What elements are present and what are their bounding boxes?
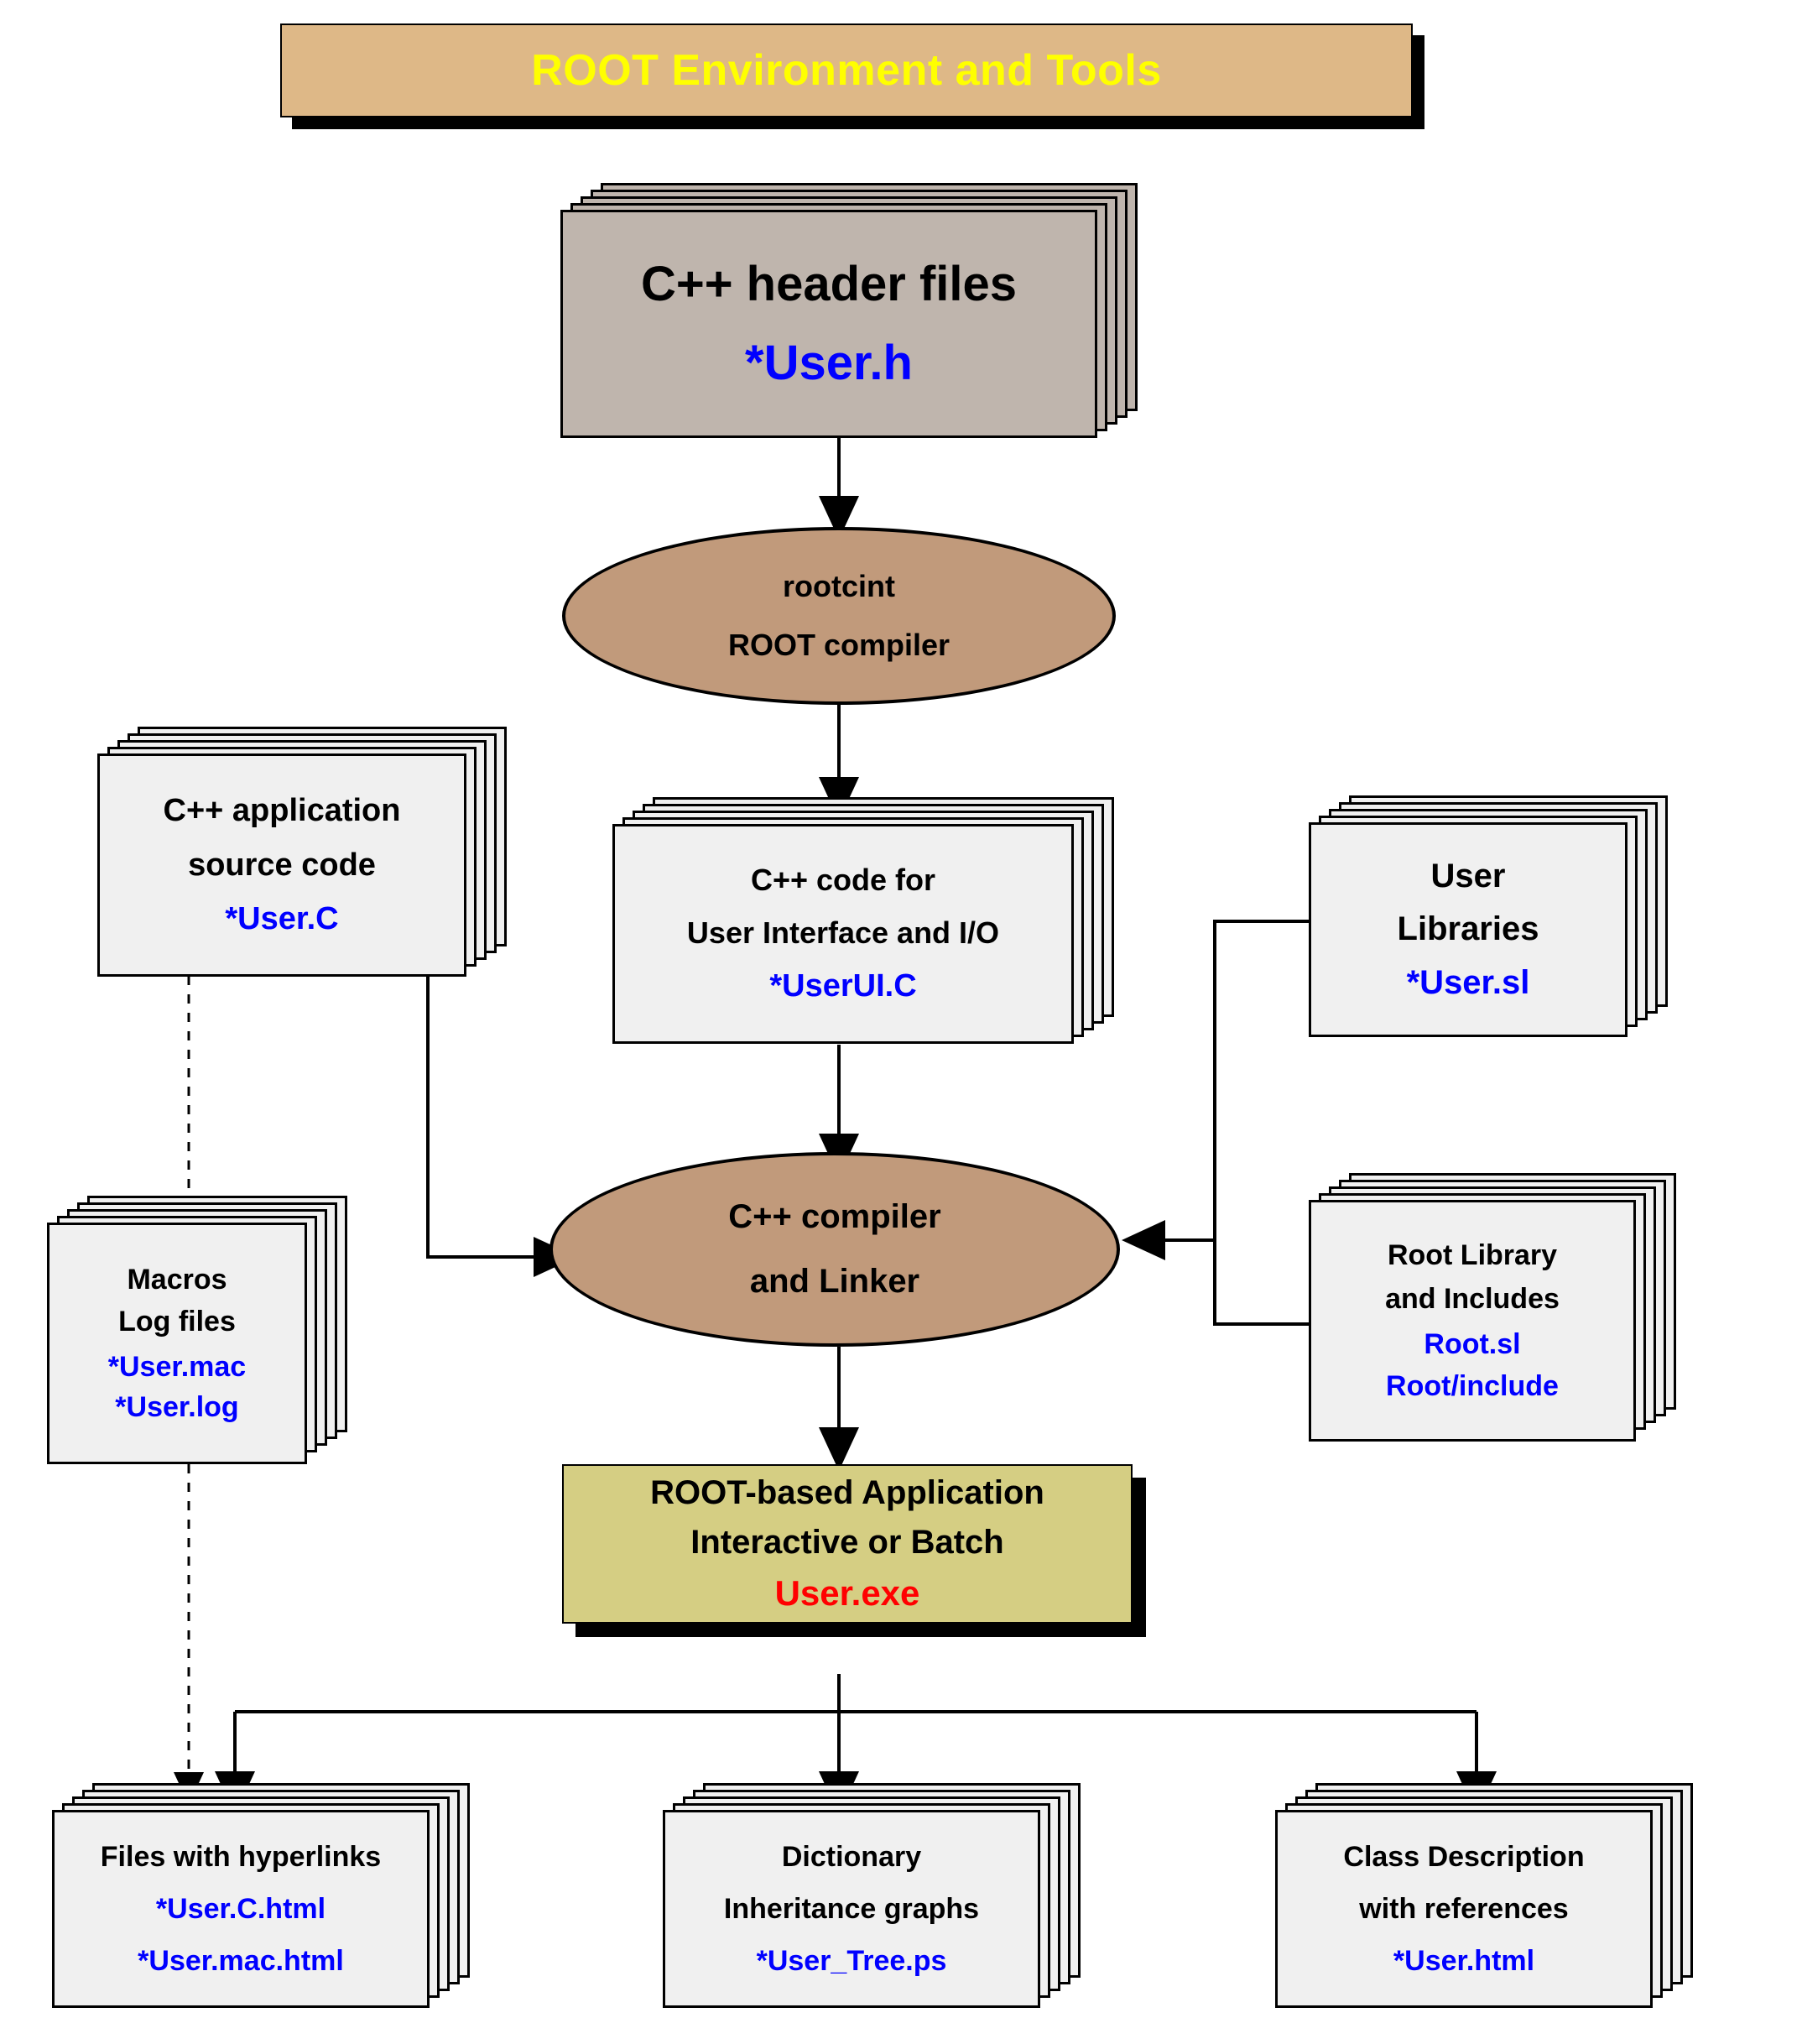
node-line-file: *User_Tree.ps xyxy=(756,1945,947,1978)
node-line-file: *User.mac.html xyxy=(138,1945,344,1978)
node-line-file: Root.sl xyxy=(1424,1328,1521,1360)
node-dictionary[interactable]: Dictionary Inheritance graphs *User_Tree… xyxy=(663,1783,1116,2018)
node-line: Macros xyxy=(127,1263,227,1296)
page-title: ROOT Environment and Tools xyxy=(531,46,1162,95)
node-macros-logs[interactable]: Macros Log files *User.mac *User.log xyxy=(47,1196,399,1473)
node-user-libraries[interactable]: User Libraries *User.sl xyxy=(1309,795,1728,1047)
node-line: ROOT-based Application xyxy=(650,1474,1044,1512)
edge-userlibraries-to-compiler xyxy=(1122,920,1309,1260)
node-line: Dictionary xyxy=(781,1840,922,1873)
node-line-file: *User.html xyxy=(1393,1945,1535,1978)
node-front: Dictionary Inheritance graphs *User_Tree… xyxy=(663,1810,1040,2008)
node-front: Files with hyperlinks *User.C.html *User… xyxy=(52,1810,430,2008)
node-line-file: *User.mac xyxy=(107,1351,247,1383)
node-line-file: *User.log xyxy=(115,1391,239,1424)
edge-rootlibrary-to-compiler xyxy=(1213,1240,1309,1326)
node-line: User xyxy=(1430,858,1506,895)
node-ui-code[interactable]: C++ code for User Interface and I/O *Use… xyxy=(612,797,1116,1049)
node-front: Root Library and Includes Root.sl Root/i… xyxy=(1309,1200,1636,1442)
node-line: source code xyxy=(188,847,376,883)
edge-appsource-to-compiler xyxy=(426,976,577,1277)
node-hyperlink-files[interactable]: Files with hyperlinks *User.C.html *User… xyxy=(52,1783,513,2018)
node-front: C++ header files *User.h xyxy=(560,210,1097,438)
node-line-file: *UserUI.C xyxy=(769,968,917,1004)
node-line: C++ compiler xyxy=(728,1197,941,1235)
node-line: Root Library xyxy=(1387,1238,1558,1271)
node-line: Interactive or Batch xyxy=(690,1524,1004,1562)
node-line-file: *User.sl xyxy=(1406,963,1530,1001)
node-root-library[interactable]: Root Library and Includes Root.sl Root/i… xyxy=(1309,1173,1737,1442)
node-line-file: *User.C.html xyxy=(155,1892,326,1925)
node-rootcint[interactable]: rootcint ROOT compiler xyxy=(562,527,1116,705)
node-line: Files with hyperlinks xyxy=(100,1840,382,1873)
node-line: Class Description xyxy=(1343,1840,1585,1873)
node-line: C++ header files xyxy=(640,256,1018,311)
node-line: and Includes xyxy=(1385,1282,1560,1315)
node-line-exe: User.exe xyxy=(774,1573,920,1614)
node-line: rootcint xyxy=(783,568,895,603)
node-front: Class Description with references *User.… xyxy=(1275,1810,1653,2008)
node-front: Macros Log files *User.mac *User.log xyxy=(47,1223,307,1464)
node-line-file: *User.h xyxy=(745,336,913,390)
node-line: with references xyxy=(1359,1892,1569,1925)
node-line: C++ application xyxy=(163,792,401,828)
node-line: and Linker xyxy=(749,1263,920,1300)
node-front: User Libraries *User.sl xyxy=(1309,822,1628,1037)
node-app-source[interactable]: C++ application source code *User.C xyxy=(97,727,534,978)
node-line-file: Root/include xyxy=(1386,1370,1559,1403)
node-line-file: *User.C xyxy=(225,901,339,937)
node-class-description[interactable]: Class Description with references *User.… xyxy=(1275,1783,1745,2018)
node-line: Libraries xyxy=(1397,910,1539,948)
node-front: C++ application source code *User.C xyxy=(97,753,466,977)
node-header-files[interactable]: C++ header files *User.h xyxy=(560,183,1181,438)
node-line: C++ code for xyxy=(750,863,936,898)
node-line: ROOT compiler xyxy=(727,628,950,662)
node-compiler-linker[interactable]: C++ compiler and Linker xyxy=(549,1152,1120,1347)
node-line: User Interface and I/O xyxy=(686,915,1000,950)
node-line: Inheritance graphs xyxy=(723,1892,980,1925)
node-front: C++ code for User Interface and I/O *Use… xyxy=(612,824,1074,1044)
node-line: Log files xyxy=(118,1305,236,1337)
node-root-app[interactable]: ROOT-based Application Interactive or Ba… xyxy=(562,1464,1133,1624)
title-banner: ROOT Environment and Tools xyxy=(280,23,1413,117)
